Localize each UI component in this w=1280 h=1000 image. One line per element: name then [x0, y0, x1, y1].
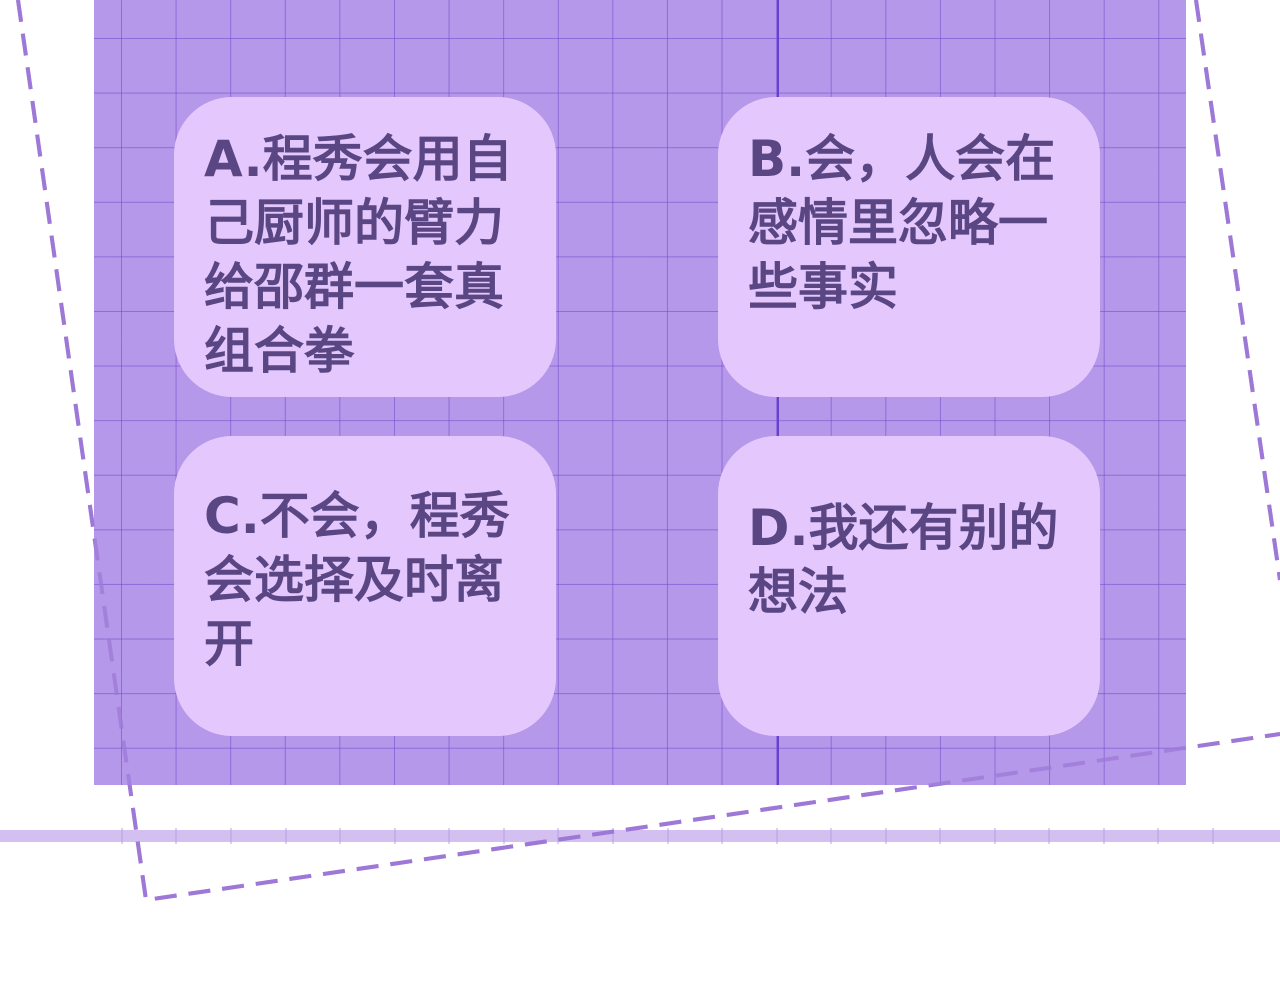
option-card-b[interactable]: B.会，人会在感情里忽略一些事实	[718, 97, 1100, 397]
option-card-d[interactable]: D.我还有别的想法	[718, 436, 1100, 736]
band-ticks	[121, 828, 1214, 844]
dashed-frame-right	[1194, 0, 1280, 581]
option-a-text: A.程秀会用自己厨师的臂力给邵群一套真组合拳	[204, 130, 513, 380]
bottom-band	[0, 830, 1280, 842]
option-d-text: D.我还有别的想法	[748, 499, 1059, 621]
option-card-a[interactable]: A.程秀会用自己厨师的臂力给邵群一套真组合拳	[174, 97, 556, 397]
option-c-text: C.不会，程秀会选择及时离开	[204, 487, 510, 673]
option-b-text: B.会，人会在感情里忽略一些事实	[748, 130, 1056, 316]
option-card-c[interactable]: C.不会，程秀会选择及时离开	[174, 436, 556, 736]
